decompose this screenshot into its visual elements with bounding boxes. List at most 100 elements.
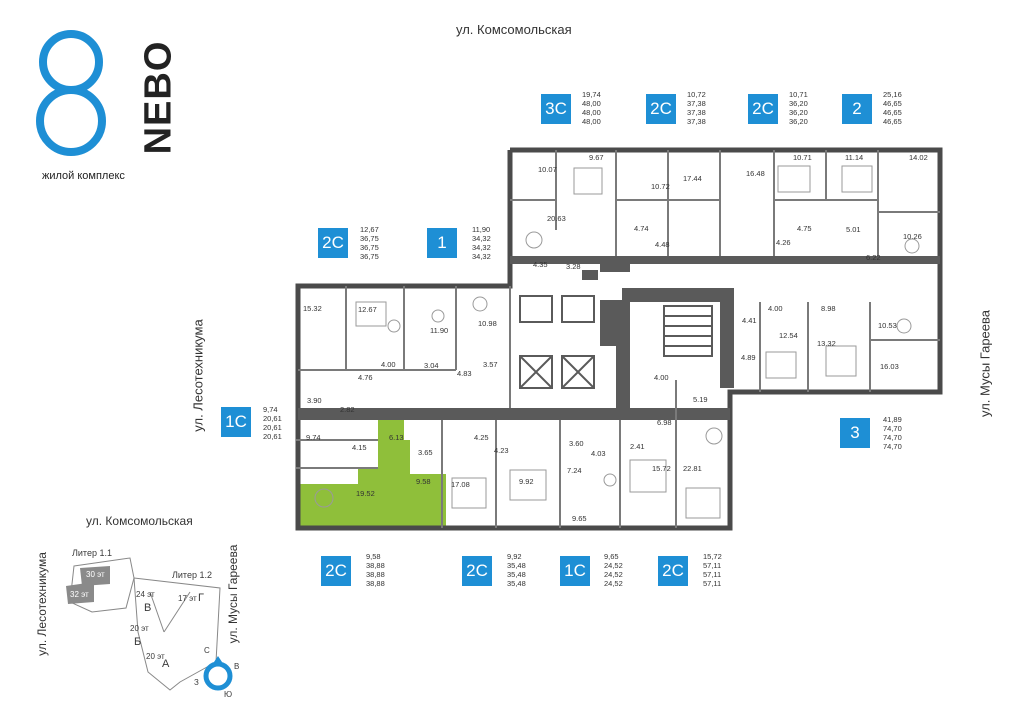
logo-brand: NEBO (137, 40, 180, 155)
site-plan: ул. Комсомольская ул. Лесотехникума ул. … (30, 512, 270, 717)
room-area: 4.48 (655, 240, 670, 249)
room-area: 4.03 (591, 449, 606, 458)
compass-s: Ю (224, 690, 233, 699)
room-area: 9.74 (306, 433, 321, 442)
elevator-core (519, 295, 713, 389)
compass-n: С (204, 646, 210, 655)
room-area: 3.90 (307, 396, 322, 405)
room-area: 11.90 (430, 326, 449, 335)
room-area: 4.83 (457, 369, 472, 378)
room-area: 19.52 (356, 489, 375, 498)
compass-e: В (234, 662, 240, 671)
street-left: ул. Лесотехникума (190, 319, 206, 432)
room-area: 4.74 (634, 224, 649, 233)
apartment-type-badge: 2С (318, 228, 348, 258)
room-area: 4.15 (352, 443, 367, 452)
compass-icon (203, 656, 233, 691)
room-area: 4.76 (358, 373, 373, 382)
room-area: 4.25 (474, 433, 489, 442)
room-area: 13.32 (817, 339, 836, 348)
room-area: 3.60 (569, 439, 584, 448)
room-area: 2.41 (630, 442, 645, 451)
room-area: 10.26 (903, 232, 922, 241)
logo-subtitle: жилой комплекс (42, 170, 125, 182)
room-area: 6.98 (657, 418, 672, 427)
room-area: 16.03 (880, 362, 899, 371)
room-area: 6.13 (389, 433, 404, 442)
floors-label: 20 эт (146, 652, 165, 661)
room-area: 4.26 (776, 238, 791, 247)
room-area: 9.92 (519, 477, 534, 486)
floors-label: 20 эт (130, 624, 149, 633)
room-area: 3.28 (566, 262, 581, 271)
site-plan-drawing (66, 557, 221, 691)
room-area: 5.01 (846, 225, 861, 234)
room-area: 4.75 (797, 224, 812, 233)
room-area: 12.67 (358, 305, 377, 314)
apartment-type-badge: 2С (321, 556, 351, 586)
apartment-type-badge: 2С (658, 556, 688, 586)
room-area: 5.19 (693, 395, 708, 404)
room-area: 9.67 (589, 153, 604, 162)
room-area: 11.14 (845, 153, 864, 162)
compass: С В Ю З (194, 646, 244, 702)
room-area: 4.23 (494, 446, 509, 455)
room-area: 22.81 (683, 464, 702, 473)
room-area: 10.71 (793, 153, 812, 162)
room-area: 14.02 (909, 153, 928, 162)
apartment-type-badge: 3 (840, 418, 870, 448)
room-area: 6.22 (866, 253, 881, 262)
room-area: 10.53 (878, 321, 897, 330)
apartment-type-badge: 2С (748, 94, 778, 124)
apartment-type-badge: 3С (541, 94, 571, 124)
room-area: 4.00 (768, 304, 783, 313)
room-area: 10.07 (538, 165, 557, 174)
room-area: 4.00 (381, 360, 396, 369)
compass-w: З (194, 678, 199, 687)
section-label: В (144, 602, 152, 614)
room-area: 8.98 (821, 304, 836, 313)
logo: NEBO жилой комплекс (36, 28, 179, 188)
section-label: А (162, 658, 170, 670)
section-label: Б (134, 636, 142, 648)
room-area: 12.54 (779, 331, 798, 340)
room-area: 9.58 (416, 477, 431, 486)
room-area: 4.35 (533, 260, 548, 269)
logo-eight-icon (36, 30, 106, 156)
room-area: 4.89 (741, 353, 756, 362)
apartment-type-badge: 1С (221, 407, 251, 437)
room-area: 4.41 (742, 316, 757, 325)
room-area: 3.57 (483, 360, 498, 369)
floors-label: 17 эт (178, 594, 197, 603)
room-area: 15.32 (303, 304, 322, 313)
apartment-type-badge: 1С (560, 556, 590, 586)
room-area: 4.00 (654, 373, 669, 382)
street-right: ул. Мусы Гареева (977, 309, 993, 418)
section-label: Г (198, 592, 204, 604)
room-area: 3.65 (418, 448, 433, 457)
apartment-type-badge: 2С (646, 94, 676, 124)
outer-walls (295, 147, 943, 531)
apartment-type-badge: 2 (842, 94, 872, 124)
floors-label: 30 эт (86, 570, 105, 579)
corridor-walls (298, 256, 940, 420)
apartment-type-badge: 1 (427, 228, 457, 258)
street-top: ул. Комсомольская (456, 22, 572, 37)
site-plan-street-top: ул. Комсомольская (86, 514, 193, 528)
room-area: 17.44 (683, 174, 702, 183)
floors-label: 24 эт (136, 590, 155, 599)
room-area: 15.72 (652, 464, 671, 473)
room-area: 16.48 (746, 169, 765, 178)
floors-label: 32 эт (70, 590, 89, 599)
